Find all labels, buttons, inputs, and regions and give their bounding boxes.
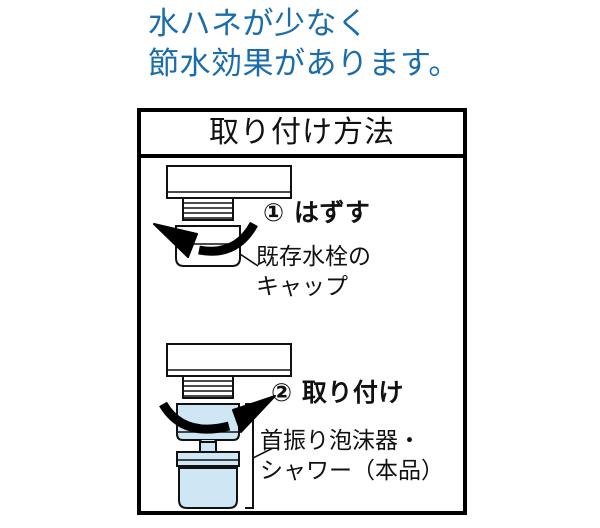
rotate-cw-arrow-head — [232, 395, 276, 433]
step-2-attach-product: ② 取り付け 首振り泡沫器・ シャワー（本品） — [141, 338, 463, 518]
faucet-thread-icon — [182, 197, 234, 221]
product-mid-ring-icon — [176, 451, 240, 467]
headline-line-1: 水ハネが少なく — [148, 6, 369, 42]
panel-body: ① はずす 既存水栓の キャップ — [141, 158, 463, 511]
faucet-spout-icon — [166, 343, 292, 377]
swivel-neck-icon — [199, 441, 217, 453]
product-spray-head-icon — [178, 467, 238, 509]
panel-header: 取り付け方法 — [141, 112, 463, 158]
caption-leader-line — [239, 253, 259, 267]
faucet-attach-diagram — [159, 343, 292, 509]
step-2-figure — [141, 338, 301, 518]
rotate-cw-arrow-arc — [159, 401, 231, 434]
rotate-ccw-arrow-arc — [198, 221, 258, 256]
installation-panel: 取り付け方法 — [137, 108, 467, 515]
panel-header-title: 取り付け方法 — [209, 115, 395, 150]
rotate-ccw-arrow-head — [153, 223, 198, 258]
step-1-remove-cap: ① はずす 既存水栓の キャップ — [141, 158, 463, 338]
faucet-remove-diagram — [153, 165, 292, 267]
step-1-figure — [141, 158, 301, 338]
faucet-thread-icon — [182, 375, 234, 399]
headline: 水ハネが少なく 節水効果があります。 — [148, 4, 478, 84]
faucet-spout-icon — [166, 165, 292, 199]
caption-leader-line — [252, 447, 274, 459]
headline-line-2: 節水効果があります。 — [148, 46, 460, 82]
